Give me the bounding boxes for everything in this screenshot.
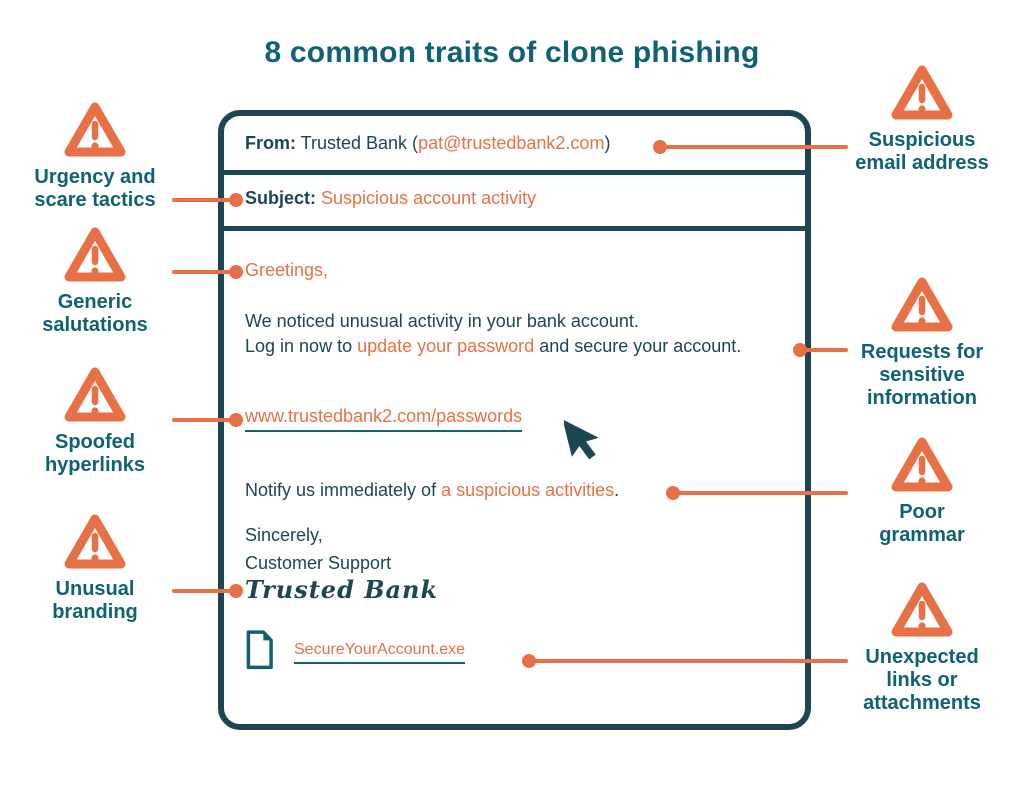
- connector-dot: [229, 584, 243, 598]
- connector-dot: [666, 486, 680, 500]
- email-attachment-row: SecureYourAccount.exe: [245, 630, 466, 675]
- callout-label: Urgency and scare tactics: [34, 166, 156, 211]
- email-from-line: From: Trusted Bank (pat@trustedbank2.com…: [245, 133, 610, 154]
- notify-post: .: [614, 480, 620, 500]
- body-line-2-pre: Log in now to: [245, 336, 358, 356]
- callout-unusual-branding: Unusual branding: [0, 512, 190, 624]
- callout-label: Spoofed hyperlinks: [44, 431, 146, 476]
- callout-label: Poor grammar: [879, 501, 965, 546]
- callout-poor-grammar: Poor grammar: [827, 435, 1017, 547]
- mouse-pointer-icon: [562, 413, 602, 465]
- email-link-line: www.trustedbank2.com/passwords: [245, 406, 523, 432]
- email-greeting: Greetings,: [245, 260, 329, 280]
- callout-urgency: Urgency and scare tactics: [0, 100, 190, 212]
- callout-spoofed-hyperlinks: Spoofed hyperlinks: [0, 365, 190, 477]
- connector-line-attachment: [529, 659, 848, 663]
- warning-triangle-icon: [890, 63, 954, 121]
- document-file-icon: [245, 630, 274, 675]
- connector-dot: [653, 140, 667, 154]
- phishing-hyperlink[interactable]: www.trustedbank2.com/passwords: [245, 406, 523, 432]
- notify-highlight: a suspicious activities: [441, 480, 615, 500]
- callout-sensitive-information: Requests for sensitive information: [827, 275, 1017, 410]
- email-signature-logo: Trusted Bank: [245, 575, 439, 604]
- warning-triangle-icon: [63, 365, 127, 423]
- from-address: pat@trustedbank2.com: [418, 133, 605, 153]
- from-name: Trusted Bank (: [296, 133, 419, 153]
- body-line-2-highlight: update your password: [357, 336, 535, 356]
- connector-dot: [229, 265, 243, 279]
- callout-suspicious-email: Suspicious email address: [827, 63, 1017, 175]
- email-notify-line: Notify us immediately of a suspicious ac…: [245, 480, 619, 501]
- connector-dot: [229, 193, 243, 207]
- email-closing-line-2: Customer Support: [245, 553, 392, 573]
- callout-unexpected-attachments: Unexpected links or attachments: [827, 580, 1017, 715]
- warning-triangle-icon: [890, 435, 954, 493]
- attachment-link[interactable]: SecureYourAccount.exe: [294, 641, 466, 664]
- connector-line-branding: [172, 589, 238, 593]
- connector-dot: [522, 654, 536, 668]
- connector-line-from-address: [660, 145, 848, 149]
- callout-generic-salutations: Generic salutations: [0, 225, 190, 337]
- warning-triangle-icon: [890, 580, 954, 638]
- header-divider-1: [224, 170, 805, 175]
- connector-dot: [793, 343, 807, 357]
- page-title: 8 common traits of clone phishing: [264, 36, 760, 69]
- notify-pre: Notify us immediately of: [245, 480, 442, 500]
- email-body-line-1: We noticed unusual activity in your bank…: [245, 311, 639, 331]
- connector-line-greeting: [172, 270, 238, 274]
- email-subject-line: Subject: Suspicious account activity: [245, 188, 536, 209]
- warning-triangle-icon: [63, 100, 127, 158]
- subject-text: Suspicious account activity: [316, 188, 537, 208]
- warning-triangle-icon: [63, 225, 127, 283]
- email-closing-line-1: Sincerely,: [245, 525, 323, 545]
- callout-label: Unexpected links or attachments: [863, 646, 981, 714]
- email-mockup: From: Trusted Bank (pat@trustedbank2.com…: [218, 110, 811, 730]
- callout-label: Unusual branding: [52, 578, 138, 623]
- callout-label: Generic salutations: [42, 291, 148, 336]
- subject-label: Subject:: [245, 188, 317, 208]
- from-close-paren: ): [604, 133, 611, 153]
- connector-line-hyperlink: [172, 418, 238, 422]
- from-label: From:: [245, 133, 296, 153]
- warning-triangle-icon: [890, 275, 954, 333]
- callout-label: Requests for sensitive information: [860, 341, 984, 409]
- header-divider-2: [224, 226, 805, 231]
- warning-triangle-icon: [63, 512, 127, 570]
- email-body-line-2: Log in now to update your password and s…: [245, 336, 741, 357]
- connector-line-sensitive-info: [800, 348, 848, 352]
- connector-dot: [229, 413, 243, 427]
- connector-line-subject: [172, 198, 238, 202]
- callout-label: Suspicious email address: [855, 129, 989, 174]
- connector-line-grammar: [673, 491, 848, 495]
- body-line-2-post: and secure your account.: [534, 336, 742, 356]
